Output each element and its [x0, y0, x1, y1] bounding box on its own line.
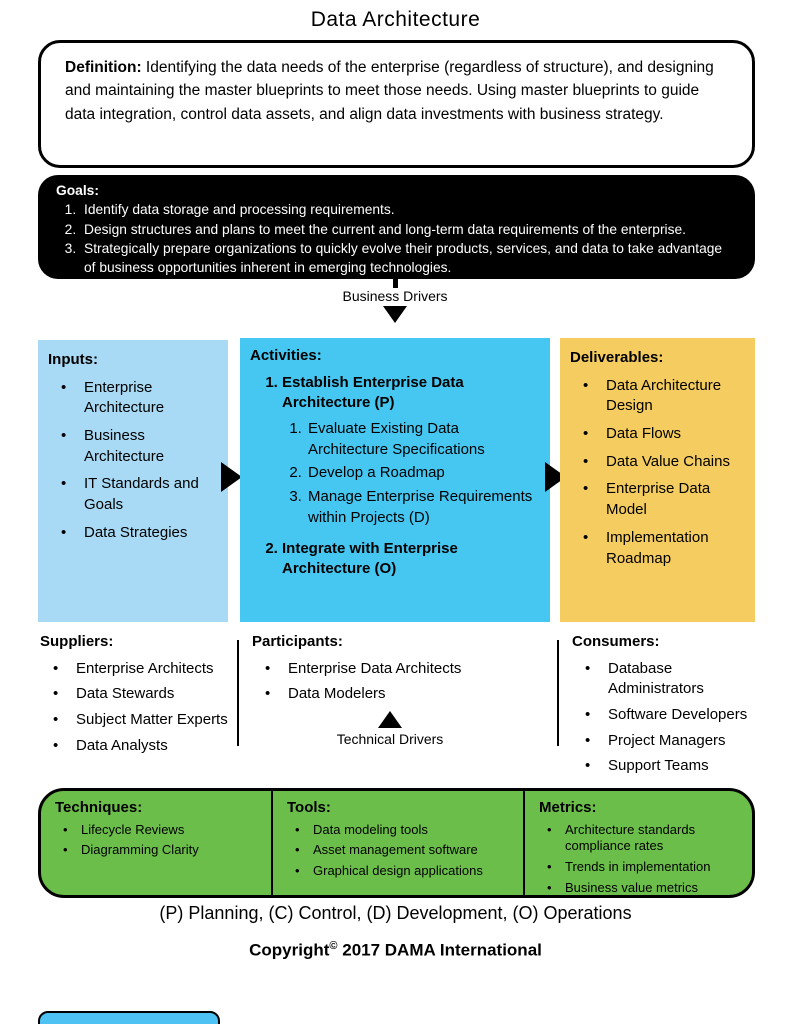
- technical-drivers-arrow: Technical Drivers: [335, 711, 445, 747]
- list-item: Data Analysts: [40, 736, 236, 757]
- activities-list: Establish Enterprise Data Architecture (…: [250, 373, 540, 580]
- list-item: Software Developers: [572, 705, 758, 726]
- list-item: Data Architecture Design: [570, 376, 749, 417]
- list-item: Enterprise Architecture: [48, 378, 222, 419]
- substep-item: Evaluate Existing Data Architecture Spec…: [306, 419, 540, 460]
- list-item: Lifecycle Reviews: [55, 822, 259, 839]
- suppliers-section: Suppliers: Enterprise Architects Data St…: [40, 632, 236, 761]
- activity-item: Establish Enterprise Data Architecture (…: [282, 373, 540, 529]
- list-item: Enterprise Data Model: [570, 479, 749, 520]
- participants-list: Enterprise Data Architects Data Modelers: [252, 659, 552, 705]
- copyright-symbol: ©: [329, 940, 338, 952]
- metrics-section: Metrics: Architecture standards complian…: [525, 791, 752, 895]
- suppliers-list: Enterprise Architects Data Stewards Subj…: [40, 659, 236, 757]
- metrics-label: Metrics:: [539, 799, 597, 816]
- activity-substeps: Evaluate Existing Data Architecture Spec…: [282, 419, 540, 528]
- list-item: Project Managers: [572, 731, 758, 752]
- list-item: Asset management software: [287, 842, 511, 859]
- definition-text: Identifying the data needs of the enterp…: [65, 59, 714, 123]
- deliverables-box: Deliverables: Data Architecture Design D…: [560, 338, 755, 622]
- definition-box: Definition: Identifying the data needs o…: [38, 40, 755, 168]
- list-item: Enterprise Architects: [40, 659, 236, 680]
- suppliers-participants-divider: [237, 640, 239, 746]
- consumers-section: Consumers: Database Administrators Softw…: [572, 632, 758, 782]
- consumers-list: Database Administrators Software Develop…: [572, 659, 758, 777]
- list-item: Support Teams: [572, 756, 758, 777]
- list-item: Diagramming Clarity: [55, 842, 259, 859]
- activity-item: Integrate with Enterprise Architecture (…: [282, 539, 540, 580]
- business-drivers-arrow: Business Drivers: [340, 279, 450, 324]
- goals-box: Goals: Identify data storage and process…: [38, 175, 755, 279]
- participants-section: Participants: Enterprise Data Architects…: [252, 632, 552, 710]
- inputs-label: Inputs:: [48, 351, 98, 368]
- list-item: Architecture standards compliance rates: [539, 822, 740, 856]
- page-title: Data Architecture: [310, 8, 481, 31]
- technical-drivers-label: Technical Drivers: [336, 731, 444, 747]
- goals-list: Identify data storage and processing req…: [56, 201, 737, 277]
- list-item: Data Value Chains: [570, 452, 749, 473]
- arrow-up-icon: [378, 711, 402, 728]
- goals-label: Goals:: [56, 183, 99, 198]
- tools-list: Data modeling tools Asset management sof…: [287, 822, 511, 881]
- consumers-label: Consumers:: [572, 633, 660, 650]
- business-drivers-label: Business Drivers: [342, 288, 448, 304]
- copyright: Copyright© 2017 DAMA International: [0, 940, 791, 961]
- inputs-list: Enterprise Architecture Business Archite…: [48, 378, 222, 544]
- participants-label: Participants:: [252, 633, 343, 650]
- techniques-section: Techniques: Lifecycle Reviews Diagrammin…: [41, 791, 273, 895]
- substep-item: Develop a Roadmap: [306, 463, 540, 484]
- tools-section: Tools: Data modeling tools Asset managem…: [273, 791, 525, 895]
- deliverables-list: Data Architecture Design Data Flows Data…: [570, 376, 749, 570]
- substep-item: Manage Enterprise Requirements within Pr…: [306, 487, 540, 528]
- suppliers-label: Suppliers:: [40, 633, 114, 650]
- arrow-down-icon: [383, 306, 407, 324]
- activity-item-text: Establish Enterprise Data Architecture (…: [282, 373, 464, 412]
- techniques-list: Lifecycle Reviews Diagramming Clarity: [55, 822, 259, 860]
- definition-label: Definition:: [65, 59, 142, 76]
- list-item: Business Architecture: [48, 426, 222, 467]
- goal-item: Strategically prepare organizations to q…: [80, 240, 737, 277]
- activities-label: Activities:: [250, 347, 322, 364]
- inputs-box: Inputs: Enterprise Architecture Business…: [38, 340, 228, 622]
- list-item: Implementation Roadmap: [570, 528, 749, 569]
- list-item: Data modeling tools: [287, 822, 511, 839]
- list-item: IT Standards and Goals: [48, 474, 222, 515]
- inputs-to-activities-arrow: [221, 462, 242, 492]
- list-item: Data Strategies: [48, 523, 222, 544]
- copyright-prefix: Copyright: [249, 940, 330, 960]
- techniques-label: Techniques:: [55, 799, 143, 816]
- list-item: Subject Matter Experts: [40, 710, 236, 731]
- activities-box: Activities: Establish Enterprise Data Ar…: [240, 338, 550, 622]
- list-item: Data Stewards: [40, 684, 236, 705]
- legend: (P) Planning, (C) Control, (D) Developme…: [159, 903, 632, 923]
- list-item: Business value metrics: [539, 880, 740, 895]
- arrow-stem: [392, 279, 398, 288]
- techniques-tools-metrics-box: Techniques: Lifecycle Reviews Diagrammin…: [38, 788, 755, 898]
- list-item: Enterprise Data Architects: [252, 659, 552, 680]
- list-item: Data Modelers: [252, 684, 552, 705]
- list-item: Database Administrators: [572, 659, 758, 700]
- participants-consumers-divider: [557, 640, 559, 746]
- copyright-suffix: 2017 DAMA International: [337, 940, 542, 960]
- tools-label: Tools:: [287, 799, 331, 816]
- metrics-list: Architecture standards compliance rates …: [539, 822, 740, 896]
- goal-item: Design structures and plans to meet the …: [80, 221, 737, 239]
- deliverables-label: Deliverables:: [570, 349, 664, 366]
- activity-item-text: Integrate with Enterprise Architecture (…: [282, 539, 458, 578]
- goal-item: Identify data storage and processing req…: [80, 201, 737, 219]
- list-item: Graphical design applications: [287, 863, 511, 880]
- partial-next-box: [38, 1011, 220, 1024]
- list-item: Trends in implementation: [539, 859, 740, 876]
- list-item: Data Flows: [570, 424, 749, 445]
